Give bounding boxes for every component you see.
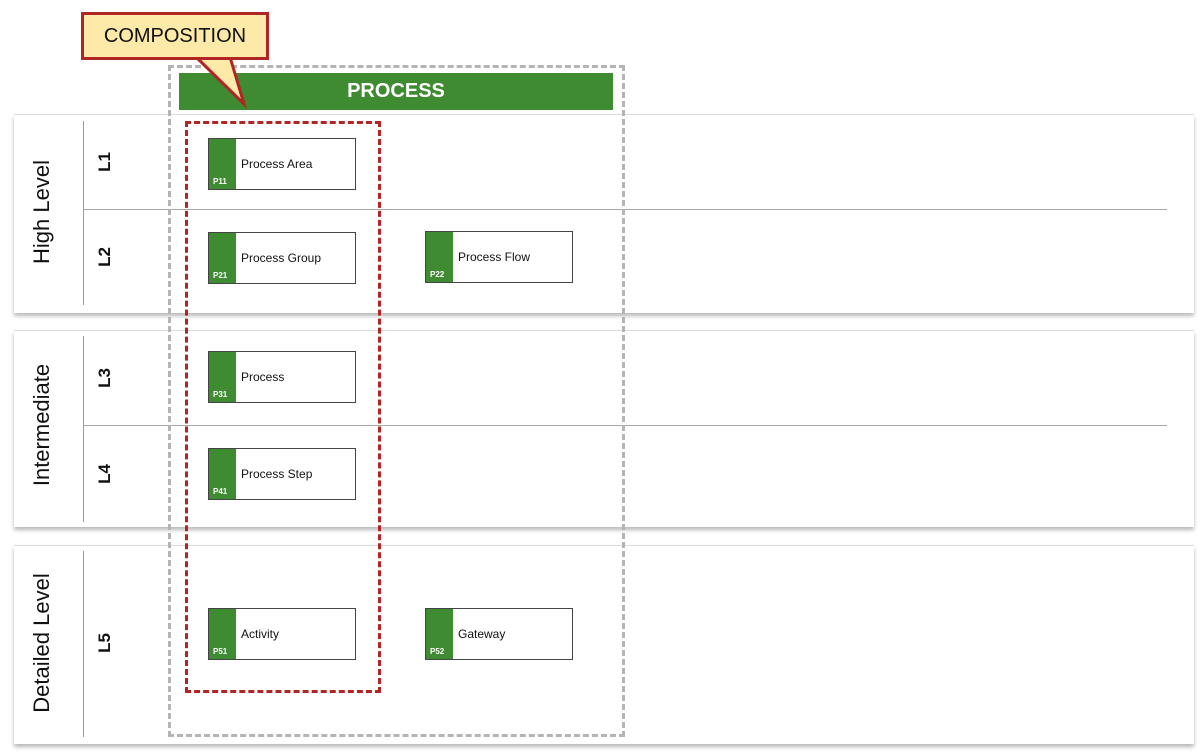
process-box-p31-code: P31 — [213, 390, 228, 399]
band-separator-high — [83, 121, 84, 305]
process-box-p22-strip: P22 — [426, 232, 453, 282]
process-box-p11-code: P11 — [213, 177, 227, 186]
band-separator-intermediate — [83, 336, 84, 522]
process-box-p22[interactable]: P22 Process Flow — [425, 231, 573, 283]
process-box-p41-strip: P41 — [209, 449, 236, 499]
process-box-p21-label: Process Group — [241, 251, 322, 265]
process-box-p52-code: P52 — [430, 647, 445, 656]
process-box-p31-strip: P31 — [209, 352, 236, 402]
process-box-p52[interactable]: P52 Gateway — [425, 608, 573, 660]
process-box-p22-code: P22 — [430, 270, 445, 279]
process-box-p21-strip: P21 — [209, 233, 236, 283]
process-box-p52-label: Gateway — [458, 627, 506, 641]
process-column-boundary — [168, 65, 625, 737]
process-box-p11-label: Process Area — [241, 157, 313, 171]
process-box-p51-label: Activity — [241, 627, 280, 641]
process-box-p31[interactable]: P31 Process — [208, 351, 356, 403]
process-box-p21-code: P21 — [213, 271, 228, 280]
process-box-p41-label: Process Step — [241, 467, 313, 481]
process-box-p52-strip: P52 — [426, 609, 453, 659]
process-box-p11[interactable]: P11 Process Area — [208, 138, 356, 190]
composition-callout: COMPOSITION — [81, 12, 269, 60]
process-box-p51-strip: P51 — [209, 609, 236, 659]
process-box-p41-code: P41 — [213, 487, 228, 496]
process-box-p21[interactable]: P21 Process Group — [208, 232, 356, 284]
process-box-p51-code: P51 — [213, 647, 228, 656]
band-separator-detailed — [83, 551, 84, 737]
process-box-p51[interactable]: P51 Activity — [208, 608, 356, 660]
row-divider-l1-l2 — [83, 209, 1167, 210]
process-box-p22-label: Process Flow — [458, 250, 531, 264]
process-box-p41[interactable]: P41 Process Step — [208, 448, 356, 500]
process-box-p11-strip: P11 — [209, 139, 236, 189]
process-column-header: PROCESS — [179, 73, 613, 110]
composition-boundary — [185, 121, 381, 693]
process-box-p31-label: Process — [241, 370, 285, 384]
row-divider-l3-l4 — [83, 425, 1167, 426]
